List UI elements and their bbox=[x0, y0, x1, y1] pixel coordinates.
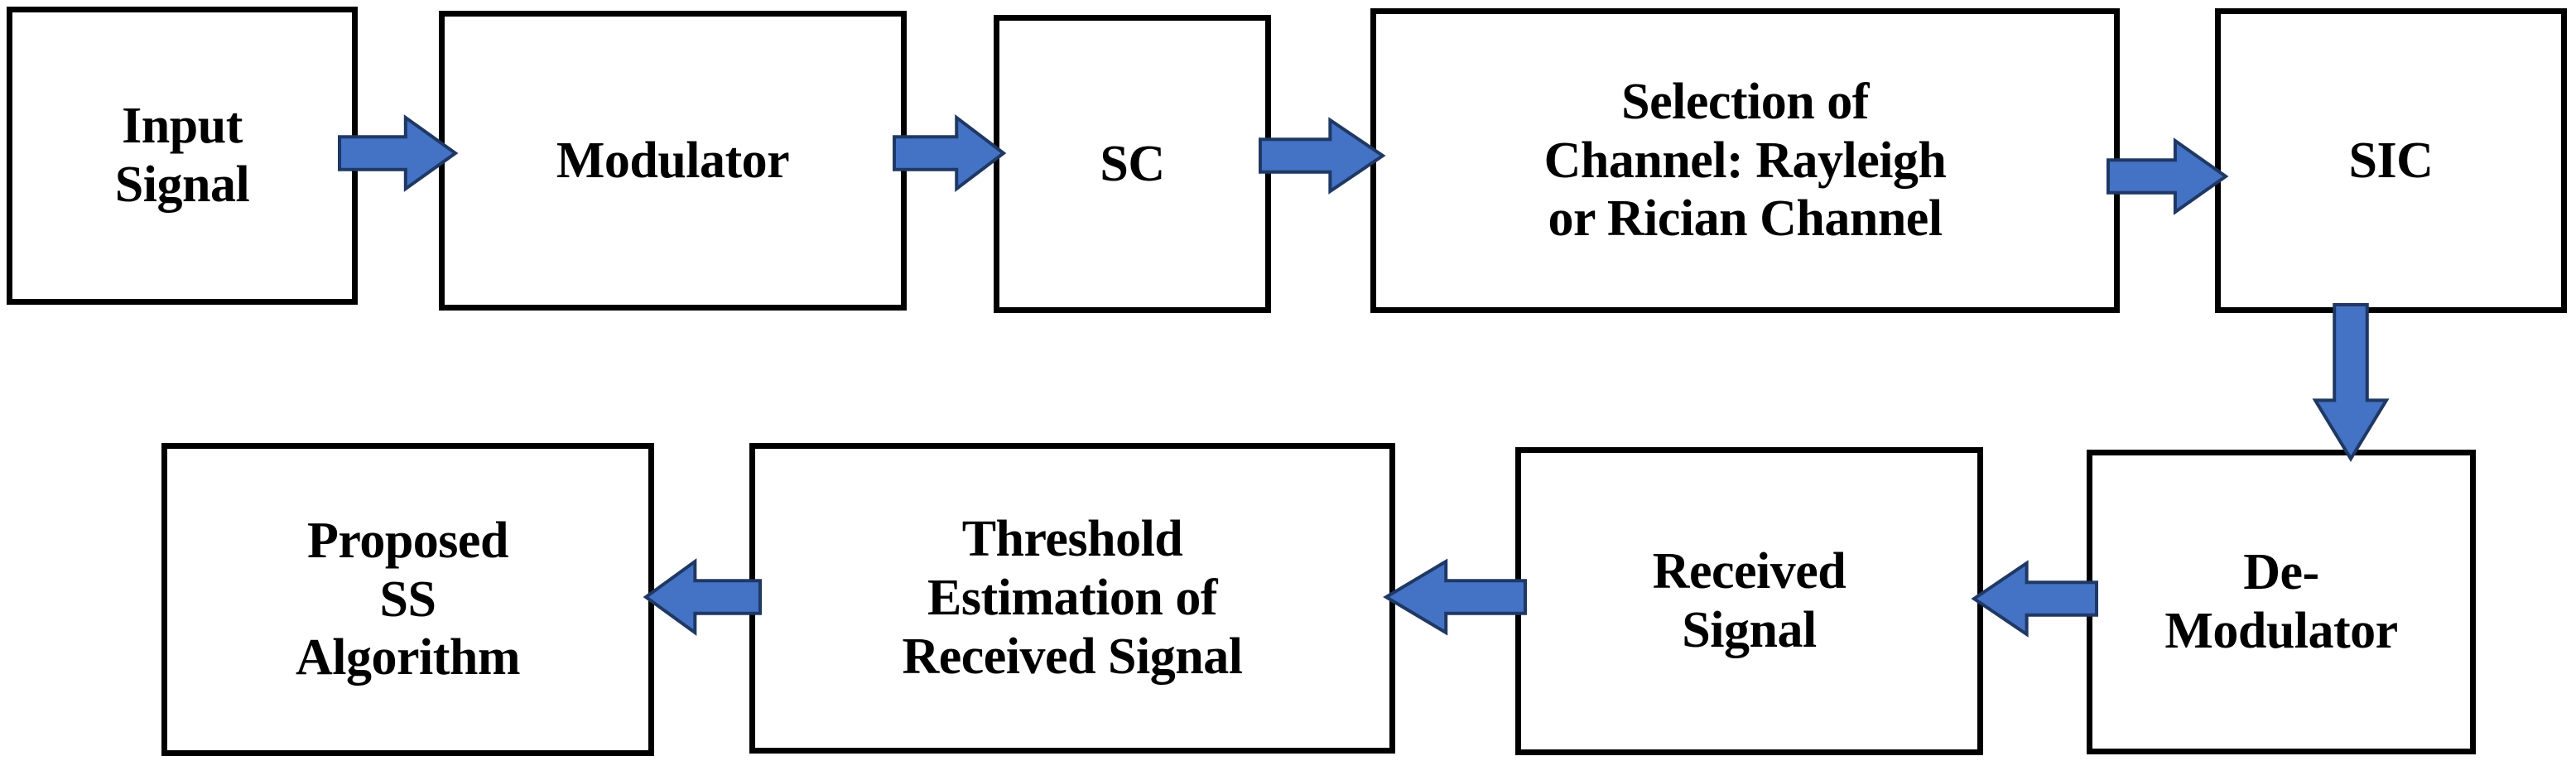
node-label-received-signal: Received Signal bbox=[1652, 543, 1847, 658]
arrow-modulator-to-sc-icon bbox=[894, 118, 1004, 189]
node-modulator[interactable]: Modulator bbox=[439, 11, 907, 311]
node-label-threshold-estimation: Threshold Estimation of Received Signal bbox=[902, 511, 1243, 685]
node-label-input-signal: Input Signal bbox=[114, 98, 250, 213]
node-sc[interactable]: SC bbox=[994, 15, 1271, 313]
node-label-sc: SC bbox=[1100, 135, 1165, 192]
arrow-sic-to-demodulator-icon bbox=[2315, 305, 2386, 459]
node-received-signal[interactable]: Received Signal bbox=[1515, 447, 1983, 755]
node-de-modulator[interactable]: De- Modulator bbox=[2087, 450, 2476, 754]
node-proposed-ss[interactable]: Proposed SS Algorithm bbox=[161, 443, 654, 756]
arrow-demodulator-to-received-icon bbox=[1974, 563, 2097, 634]
node-label-modulator: Modulator bbox=[556, 132, 790, 189]
node-selection-of-channel[interactable]: Selection of Channel: Rayleigh or Rician… bbox=[1370, 8, 2120, 313]
arrow-sc-to-channel-icon bbox=[1260, 120, 1383, 191]
arrow-threshold-to-proposed-icon bbox=[646, 561, 760, 633]
arrow-received-to-threshold-icon bbox=[1386, 561, 1525, 633]
node-label-selection-of-channel: Selection of Channel: Rayleigh or Rician… bbox=[1543, 73, 1947, 248]
arrow-input-to-modulator-icon bbox=[339, 118, 455, 189]
node-label-proposed-ss: Proposed SS Algorithm bbox=[295, 512, 521, 686]
node-sic[interactable]: SIC bbox=[2215, 8, 2567, 313]
node-input-signal[interactable]: Input Signal bbox=[7, 7, 358, 305]
node-threshold-estimation[interactable]: Threshold Estimation of Received Signal bbox=[749, 443, 1395, 754]
node-label-de-modulator: De- Modulator bbox=[2164, 544, 2398, 659]
node-label-sic: SIC bbox=[2348, 132, 2434, 189]
arrow-channel-to-sic-icon bbox=[2108, 141, 2226, 212]
